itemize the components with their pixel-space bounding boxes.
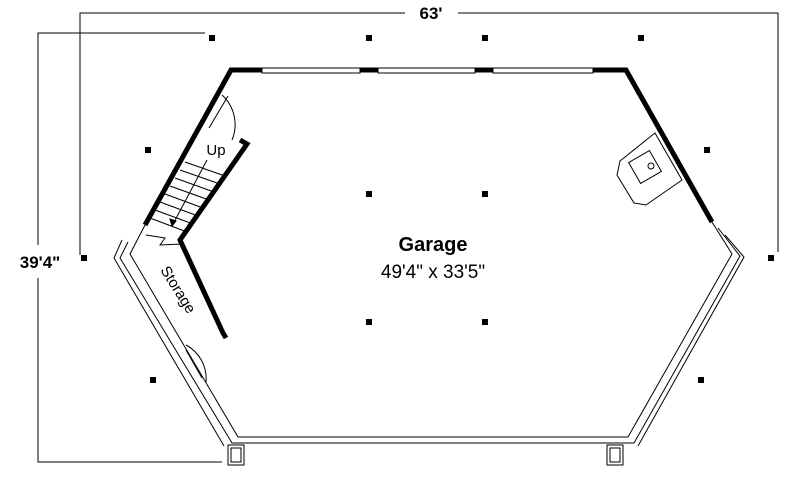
posts [227, 444, 624, 466]
sink-icon [616, 132, 683, 206]
foundation-walls [113, 221, 745, 447]
doors [185, 94, 236, 383]
stair-up-label: Up [206, 142, 225, 159]
depth-dimension-label: 39'4" [20, 253, 60, 272]
column-markers [81, 35, 774, 383]
dimension-width [79, 12, 779, 255]
room-size-garage: 49'4" x 33'5" [381, 262, 485, 283]
exterior-walls [142, 67, 715, 227]
dimension-depth [37, 32, 222, 463]
stairs [145, 159, 226, 246]
stair-wall [177, 137, 251, 340]
windows [261, 67, 594, 74]
room-label-garage: Garage [399, 234, 468, 256]
width-dimension-label: 63' [420, 4, 443, 23]
